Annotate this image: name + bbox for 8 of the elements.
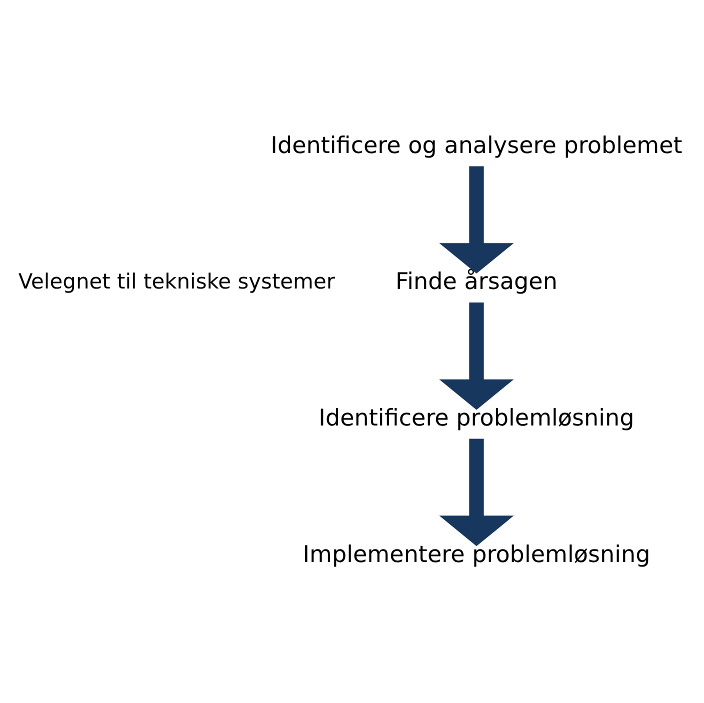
arrow (439, 302, 514, 410)
node-text: Finde årsagen (396, 269, 558, 296)
label: Velegnet til tekniske systemer (18, 270, 335, 294)
arrow (439, 166, 514, 274)
node-text: Identificere og analysere problemet (270, 132, 682, 159)
node-text: Implementere problemløsning (302, 542, 650, 568)
arrow (439, 438, 514, 546)
node-text: Identificere problemløsning (318, 406, 634, 432)
